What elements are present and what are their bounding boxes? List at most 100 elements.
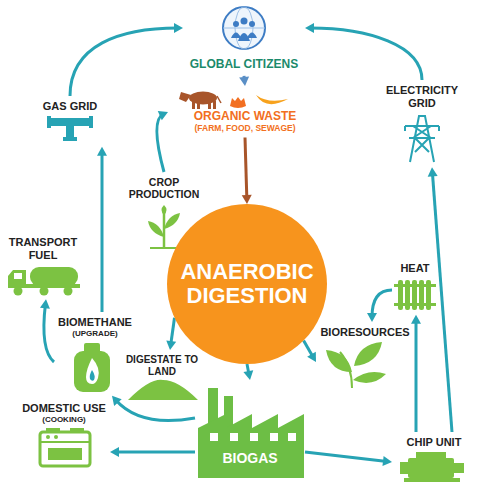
product-node: BIOGAS — [195, 380, 305, 470]
flow-arrow — [157, 111, 168, 172]
output-node: CHIP UNIT — [392, 432, 476, 489]
node-sublabel: (FARM, FOOD, SEWAGE) — [168, 124, 322, 134]
leaf — [164, 213, 180, 229]
window — [288, 433, 296, 441]
node-label: BIOMETHANE — [54, 316, 136, 329]
arrow-head — [382, 456, 392, 466]
pylon-icon — [405, 116, 439, 162]
output-node: TRANSPORT FUEL — [4, 232, 82, 299]
window — [14, 273, 22, 279]
engine-part — [452, 463, 464, 473]
flow-arrow — [70, 23, 183, 96]
flow-arrow — [305, 23, 422, 80]
leaf — [162, 205, 167, 215]
flow-arrow — [112, 396, 195, 421]
cow-tail — [217, 96, 221, 103]
arrow-head — [158, 111, 168, 120]
wheel — [40, 287, 49, 296]
wheel — [14, 287, 23, 296]
output-node: DIGESTATE TO LAND — [122, 350, 202, 403]
flow-arrow — [243, 364, 253, 380]
banana-peel — [256, 95, 288, 104]
organic-waste-icons — [179, 92, 288, 110]
arrow-line — [115, 400, 195, 421]
window — [210, 433, 218, 441]
arrow-head — [40, 299, 50, 309]
arrow-head — [174, 23, 183, 33]
arrow-line — [101, 152, 104, 312]
node-sublabel: (COOKING) — [18, 415, 110, 424]
arrow-line — [171, 318, 175, 345]
pipe-flange — [47, 116, 51, 128]
eggshell — [230, 97, 246, 108]
leaf — [354, 342, 382, 366]
arrow-head — [411, 315, 421, 324]
person-head — [233, 21, 239, 27]
stove-body — [40, 432, 90, 466]
radiator-fin — [426, 280, 431, 310]
person-body — [231, 33, 241, 39]
soil-mound-icon — [128, 380, 198, 400]
person-body — [238, 33, 250, 41]
factory-body — [198, 414, 304, 478]
node-label: CHIP UNIT — [392, 436, 476, 449]
leaf — [353, 372, 386, 383]
window — [250, 433, 258, 441]
stove-icon — [40, 428, 90, 466]
output-node: HEAT — [392, 258, 438, 315]
flow-arrow — [304, 341, 316, 362]
knob — [54, 435, 58, 439]
arrow-head — [166, 340, 176, 350]
arrow-line — [70, 28, 178, 96]
node-sublabel: (UPGRADE) — [54, 329, 136, 338]
tank — [30, 267, 78, 286]
node-label: GAS GRID — [32, 100, 108, 113]
radiator-fin — [405, 280, 410, 310]
radiator-fin — [419, 280, 424, 310]
truck-icon — [8, 267, 80, 296]
person-body — [247, 33, 257, 39]
output-node: ELECTRICITY GRID — [378, 80, 466, 167]
person-head — [249, 21, 255, 27]
node-label: BIORESOURCES — [316, 326, 414, 339]
leaf — [326, 350, 352, 372]
window — [270, 433, 278, 441]
flow-arrow — [110, 447, 195, 457]
flow-arrow — [428, 167, 452, 432]
radiator-fin — [412, 280, 417, 310]
cow-leg — [208, 101, 211, 109]
window — [230, 433, 238, 441]
plant-icon — [148, 205, 180, 248]
flow-arrow — [97, 147, 107, 312]
leaf — [148, 221, 164, 237]
globe-equator — [223, 28, 265, 29]
flow-arrow — [239, 76, 249, 86]
globe-outline — [223, 7, 265, 49]
chp-engine-icon — [400, 452, 464, 482]
flow-arrow — [305, 452, 392, 466]
pipe — [66, 126, 74, 137]
cow-head — [179, 92, 191, 102]
process-circle: ANAEROBIC DIGESTION — [167, 204, 327, 364]
arrow-head — [305, 23, 314, 33]
output-node: GAS GRID — [32, 96, 108, 147]
bottle-body — [74, 351, 110, 392]
flow-arrow — [40, 299, 54, 362]
node-label: ELECTRICITY GRID — [378, 84, 466, 109]
cow-leg — [197, 101, 200, 109]
arrow-line — [432, 172, 452, 432]
output-node: DOMESTIC USE(COOKING) — [18, 398, 110, 470]
pylon — [405, 116, 439, 162]
engine-part — [400, 462, 410, 474]
node-label: ORGANIC WASTE — [168, 110, 322, 124]
arrow-head — [307, 352, 316, 362]
pipe-flange — [89, 116, 93, 128]
arrow-line — [157, 114, 164, 172]
node-label: HEAT — [392, 262, 438, 275]
wheel — [64, 287, 73, 296]
node-label: DIGESTATE TO LAND — [122, 354, 202, 377]
node-label: TRANSPORT FUEL — [4, 236, 82, 261]
flow-arrow — [411, 315, 421, 432]
gas-pipe-icon — [47, 116, 93, 141]
